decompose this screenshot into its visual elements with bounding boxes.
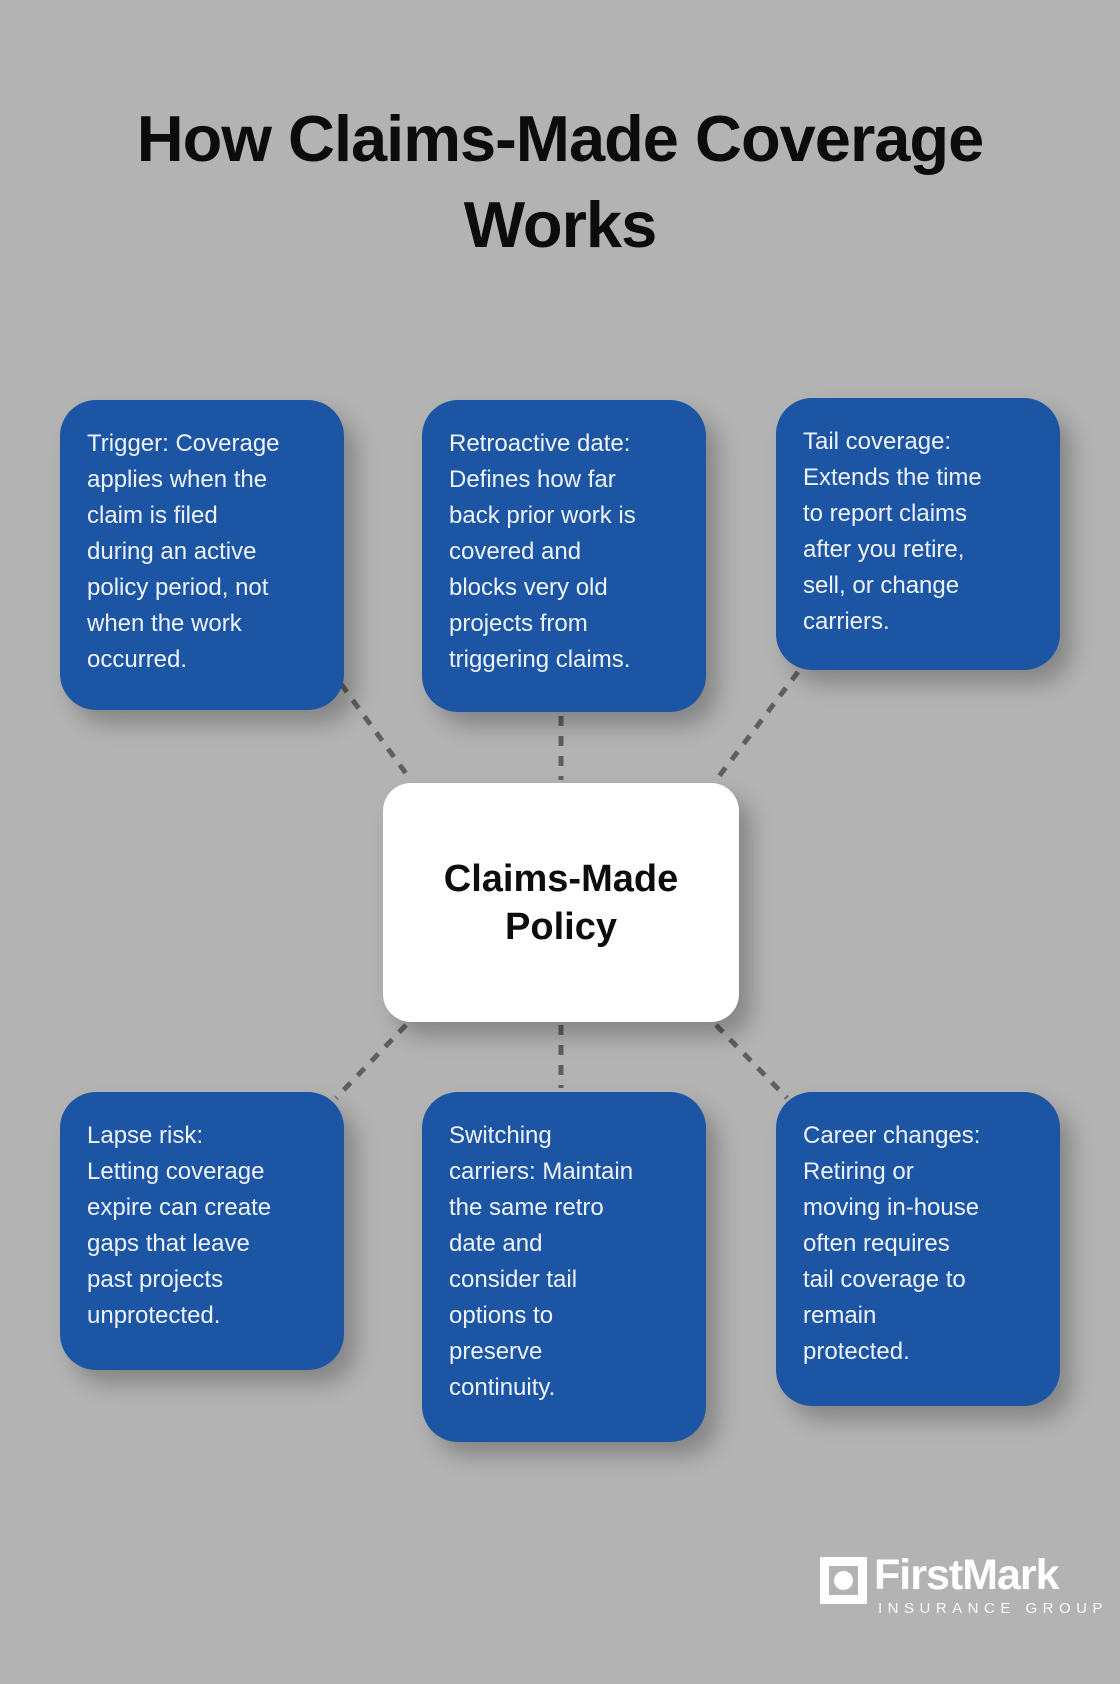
node-switching-carriers: Switching carriers: Maintain the same re…	[422, 1092, 706, 1442]
firstmark-logo-icon-dot	[834, 1571, 853, 1590]
connector-top-left	[338, 682, 413, 781]
node-career-changes: Career changes: Retiring or moving in-ho…	[776, 1092, 1060, 1406]
firstmark-logo-name: FirstMark	[874, 1551, 1060, 1599]
firstmark-logo: FirstMark INSURANCE GROUP	[820, 1552, 1108, 1618]
page-title: How Claims-Made Coverage Works	[136, 102, 985, 261]
center-node-claims-made-policy: Claims-Made Policy	[383, 783, 739, 1022]
node-tail-coverage: Tail coverage: Extends the time to repor…	[776, 398, 1060, 670]
connector-bottom-left	[334, 1023, 408, 1100]
node-lapse-risk: Lapse risk: Letting coverage expire can …	[60, 1092, 344, 1370]
firstmark-logo-text: FirstMark INSURANCE GROUP	[874, 1552, 1108, 1618]
firstmark-logo-tagline: INSURANCE GROUP	[878, 1600, 1109, 1617]
connector-bottom-right	[714, 1023, 789, 1100]
firstmark-logo-icon-hole	[829, 1566, 858, 1595]
node-trigger: Trigger: Coverage applies when the claim…	[60, 400, 344, 710]
firstmark-logo-icon	[820, 1557, 867, 1604]
node-retroactive-date: Retroactive date: Defines how far back p…	[422, 400, 706, 712]
connector-top-right	[715, 670, 800, 781]
